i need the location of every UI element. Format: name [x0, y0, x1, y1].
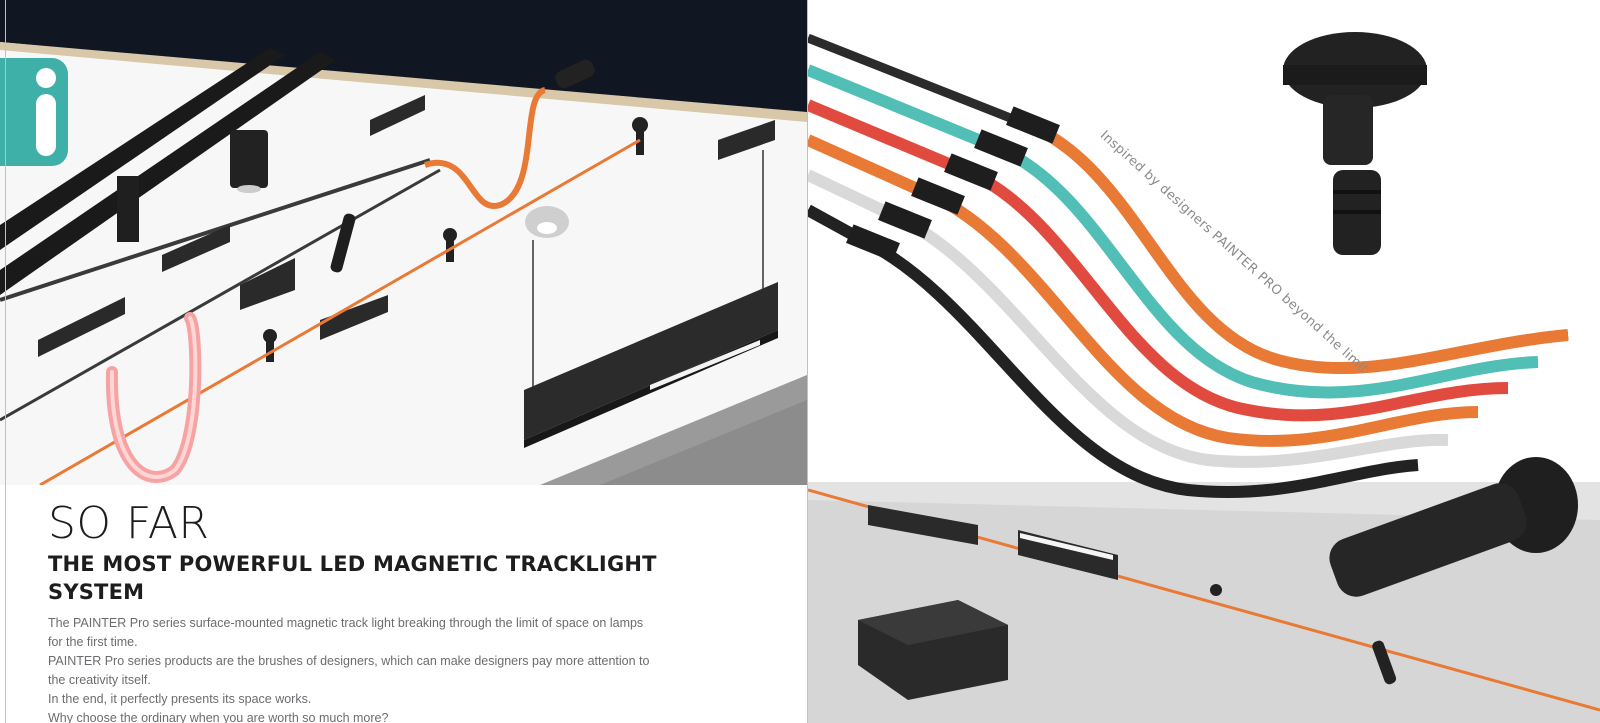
- body-line-1: The PAINTER Pro series surface-mounted m…: [48, 616, 644, 630]
- headline: SO FAR: [48, 498, 210, 549]
- left-page: SO FAR THE MOST POWERFUL LED MAGNETIC TR…: [0, 0, 807, 723]
- guide-line-left: [5, 0, 6, 723]
- body-line-3: PAINTER Pro series products are the brus…: [48, 654, 650, 668]
- body-line-2: for the first time.: [48, 635, 138, 649]
- subheadline: THE MOST POWERFUL LED MAGNETIC TRACKLIGH…: [48, 552, 657, 604]
- right-page: [808, 0, 1600, 723]
- track-lighting-scene-photo: [0, 0, 807, 485]
- body-line-6: Why choose the ordinary when you are wor…: [48, 711, 389, 723]
- brand-logo: [0, 58, 68, 166]
- product-cables-photo: [808, 0, 1600, 723]
- body-line-5: In the end, it perfectly presents its sp…: [48, 692, 312, 706]
- guide-line-spine: [807, 0, 808, 723]
- info-i-stem: [36, 94, 56, 156]
- info-i-icon: [36, 68, 56, 88]
- body-line-4: the creativity itself.: [48, 673, 151, 687]
- intro-text-block: SO FAR THE MOST POWERFUL LED MAGNETIC TR…: [48, 500, 688, 723]
